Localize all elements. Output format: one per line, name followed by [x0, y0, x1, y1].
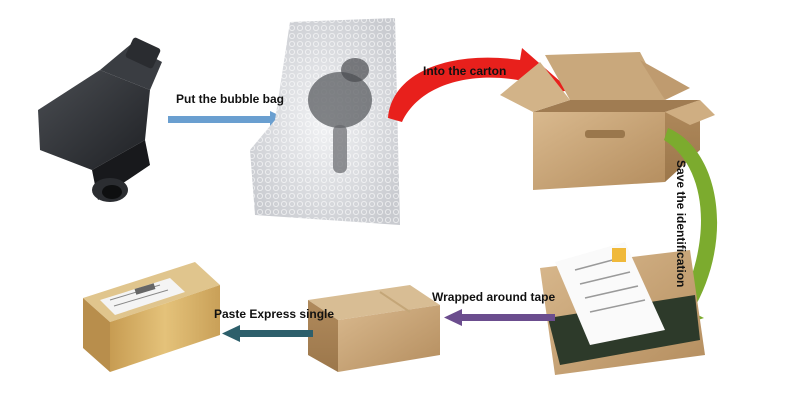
labeled-box-image [83, 262, 220, 372]
bubble-bag-image [250, 18, 400, 225]
arrow-blue [168, 111, 288, 128]
step-label-carton: Into the carton [423, 64, 507, 78]
arrow-purple [444, 309, 555, 326]
open-carton-image [500, 52, 715, 190]
arrow-red [388, 48, 570, 122]
step-label-tape: Wrapped around tape [432, 290, 556, 304]
ignition-coil-image [38, 37, 162, 202]
step-label-bubble-bag: Put the bubble bag [176, 92, 284, 106]
step-label-express: Paste Express single [214, 307, 335, 321]
carton-with-document-image [540, 242, 705, 375]
arrow-teal [222, 325, 313, 342]
taped-box-image [308, 285, 440, 372]
arrow-green [664, 128, 718, 330]
step-label-identification: Save the identification [674, 160, 688, 288]
